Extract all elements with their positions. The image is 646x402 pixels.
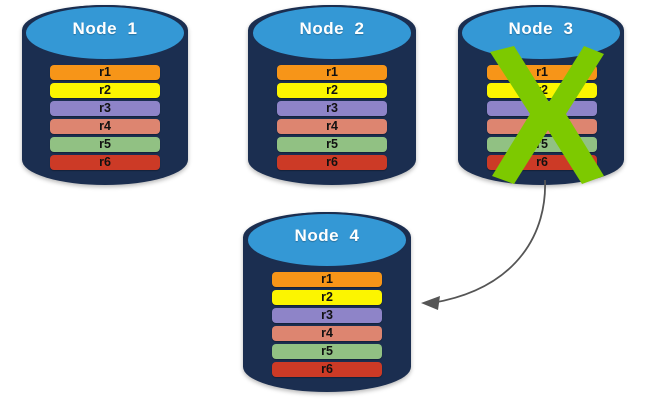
record-r2[interactable]: r2 bbox=[50, 83, 160, 98]
node-3-records: r1 r2 r3 r4 r5 r6 bbox=[487, 65, 597, 170]
node-2[interactable]: Node 2 r1 r2 r3 r4 r5 r6 bbox=[248, 5, 416, 185]
node-4-cylinder-top bbox=[245, 212, 409, 268]
record-r3[interactable]: r3 bbox=[50, 101, 160, 116]
record-r2[interactable]: r2 bbox=[277, 83, 387, 98]
node-1-label: Node 1 bbox=[72, 19, 138, 39]
record-r6[interactable]: r6 bbox=[50, 155, 160, 170]
record-r5[interactable]: r5 bbox=[272, 344, 382, 359]
record-r4[interactable]: r4 bbox=[487, 119, 597, 134]
record-r4[interactable]: r4 bbox=[277, 119, 387, 134]
record-r1[interactable]: r1 bbox=[272, 272, 382, 287]
record-r3[interactable]: r3 bbox=[487, 101, 597, 116]
record-r6[interactable]: r6 bbox=[277, 155, 387, 170]
node-1-records: r1 r2 r3 r4 r5 r6 bbox=[50, 65, 160, 170]
node-2-cylinder-top bbox=[250, 5, 414, 61]
record-r1[interactable]: r1 bbox=[277, 65, 387, 80]
record-r4[interactable]: r4 bbox=[50, 119, 160, 134]
node-4-records: r1 r2 r3 r4 r5 r6 bbox=[272, 272, 382, 377]
record-r1[interactable]: r1 bbox=[487, 65, 597, 80]
node-3[interactable]: Node 3 r1 r2 r3 r4 r5 r6 bbox=[458, 5, 624, 185]
node-4[interactable]: Node 4 r1 r2 r3 r4 r5 r6 bbox=[243, 212, 411, 392]
node-2-records: r1 r2 r3 r4 r5 r6 bbox=[277, 65, 387, 170]
record-r3[interactable]: r3 bbox=[272, 308, 382, 323]
record-r5[interactable]: r5 bbox=[50, 137, 160, 152]
record-r4[interactable]: r4 bbox=[272, 326, 382, 341]
node-2-label: Node 2 bbox=[299, 19, 365, 39]
record-r1[interactable]: r1 bbox=[50, 65, 160, 80]
record-r5[interactable]: r5 bbox=[487, 137, 597, 152]
record-r6[interactable]: r6 bbox=[487, 155, 597, 170]
record-r6[interactable]: r6 bbox=[272, 362, 382, 377]
record-r2[interactable]: r2 bbox=[272, 290, 382, 305]
node-4-label: Node 4 bbox=[294, 226, 360, 246]
record-r5[interactable]: r5 bbox=[277, 137, 387, 152]
record-r2[interactable]: r2 bbox=[487, 83, 597, 98]
node-3-label: Node 3 bbox=[508, 19, 574, 39]
node-1[interactable]: Node 1 r1 r2 r3 r4 r5 r6 bbox=[22, 5, 188, 185]
node-1-cylinder-top bbox=[24, 5, 186, 61]
record-r3[interactable]: r3 bbox=[277, 101, 387, 116]
